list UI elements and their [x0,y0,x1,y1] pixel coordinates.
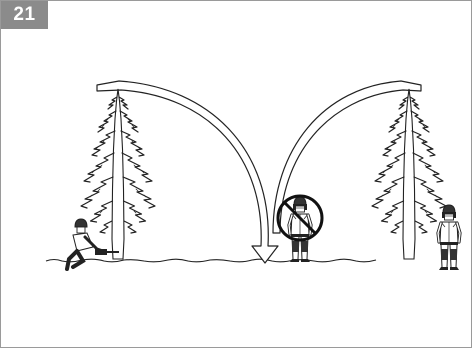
worker-standing-icon-safe [438,205,460,270]
pine-tree-icon-left [81,89,155,259]
worker-standing-icon-danger [289,197,311,262]
ground-line [46,259,376,262]
pine-tree-icon-right [372,89,446,259]
